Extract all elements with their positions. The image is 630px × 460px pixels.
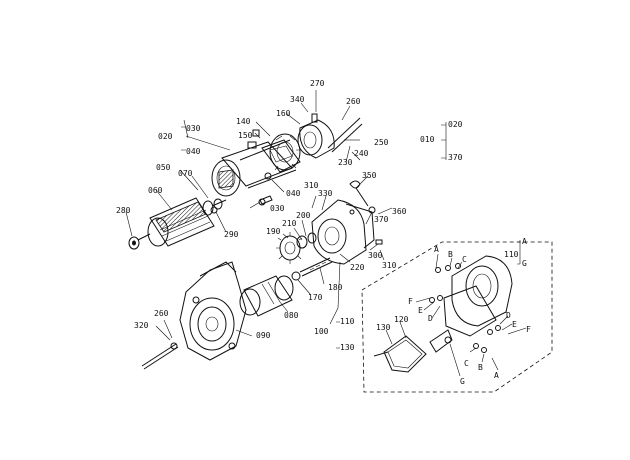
label-050: 050 xyxy=(156,163,171,172)
label-kit-a: A xyxy=(522,237,527,246)
label-290: 290 xyxy=(224,230,239,239)
label-040: 040 xyxy=(186,147,201,156)
washers-200-210 xyxy=(296,232,317,249)
label-190: 190 xyxy=(266,227,281,236)
label-b1: B xyxy=(448,250,453,259)
part-number-labels: 270 340 260 160 140 150 020 030 040 250 … xyxy=(116,79,531,386)
label-kit-g: G xyxy=(522,259,527,268)
washer-280 xyxy=(128,236,140,250)
clutch-080 xyxy=(239,275,294,317)
label-a1: A xyxy=(434,245,439,254)
label-340: 340 xyxy=(290,95,305,104)
label-080: 080 xyxy=(284,311,299,320)
label-210: 210 xyxy=(282,219,297,228)
label-120: 120 xyxy=(394,315,409,324)
label-130b: 130 xyxy=(340,343,355,352)
label-090: 090 xyxy=(256,331,271,340)
label-320: 320 xyxy=(134,321,149,330)
label-d1: D xyxy=(428,314,433,323)
shaft-180 xyxy=(299,257,333,277)
label-c2: C xyxy=(464,359,469,368)
label-040b: 040 xyxy=(286,189,301,198)
front-housing-090 xyxy=(179,261,247,361)
label-f2: F xyxy=(526,325,531,334)
label-b2: B xyxy=(478,363,483,372)
label-010: 010 xyxy=(420,135,435,144)
label-350: 350 xyxy=(362,171,377,180)
label-f1: F xyxy=(408,297,413,306)
armature xyxy=(137,197,227,247)
label-240: 240 xyxy=(354,149,369,158)
leader-lines xyxy=(125,90,527,377)
through-bolts xyxy=(327,117,363,153)
bolt-030 xyxy=(258,195,273,206)
label-110b: 110 xyxy=(340,317,355,326)
label-a2: A xyxy=(494,371,499,380)
label-200: 200 xyxy=(296,211,311,220)
label-c1: C xyxy=(462,255,467,264)
label-g2: G xyxy=(460,377,465,386)
label-e2: E xyxy=(512,320,517,329)
label-280: 280 xyxy=(116,206,131,215)
bearing-170 xyxy=(291,271,301,281)
label-370: 370 xyxy=(374,215,389,224)
center-housing xyxy=(311,199,383,265)
label-270: 270 xyxy=(310,79,325,88)
label-370k: 370 xyxy=(448,153,463,162)
pinion-190 xyxy=(276,232,303,264)
label-d2: D xyxy=(506,311,511,320)
label-130: 130 xyxy=(376,323,391,332)
bolt-320 xyxy=(141,342,179,370)
solenoid-cover xyxy=(373,335,427,373)
label-230: 230 xyxy=(338,158,353,167)
label-360: 360 xyxy=(392,207,407,216)
label-160: 160 xyxy=(276,109,291,118)
bearing-290 xyxy=(210,206,218,214)
label-060: 060 xyxy=(148,186,163,195)
label-020k: 020 xyxy=(448,120,463,129)
label-140: 140 xyxy=(236,117,251,126)
solenoid-hardware xyxy=(429,263,501,353)
label-030b: 030 xyxy=(270,204,285,213)
label-150: 150 xyxy=(238,131,253,140)
label-110: 110 xyxy=(504,250,519,259)
label-170: 170 xyxy=(308,293,323,302)
solenoid-kit-boundary xyxy=(361,241,553,393)
label-260: 260 xyxy=(346,97,361,106)
label-e1: E xyxy=(418,306,423,315)
label-220: 220 xyxy=(350,263,365,272)
solenoid-switch xyxy=(429,255,513,353)
label-260b: 260 xyxy=(154,309,169,318)
label-250: 250 xyxy=(374,138,389,147)
label-330: 330 xyxy=(318,189,333,198)
label-310: 310 xyxy=(304,181,319,190)
lever-350 xyxy=(349,180,376,214)
yoke-assembly xyxy=(211,139,301,197)
label-180: 180 xyxy=(328,283,343,292)
label-030: 030 xyxy=(186,124,201,133)
label-300: 300 xyxy=(368,251,383,260)
label-310b: 310 xyxy=(382,261,397,270)
label-100: 100 xyxy=(314,327,329,336)
label-020: 020 xyxy=(158,132,173,141)
brush-holder xyxy=(247,129,301,171)
rear-cover xyxy=(297,113,335,159)
label-070: 070 xyxy=(178,169,193,178)
